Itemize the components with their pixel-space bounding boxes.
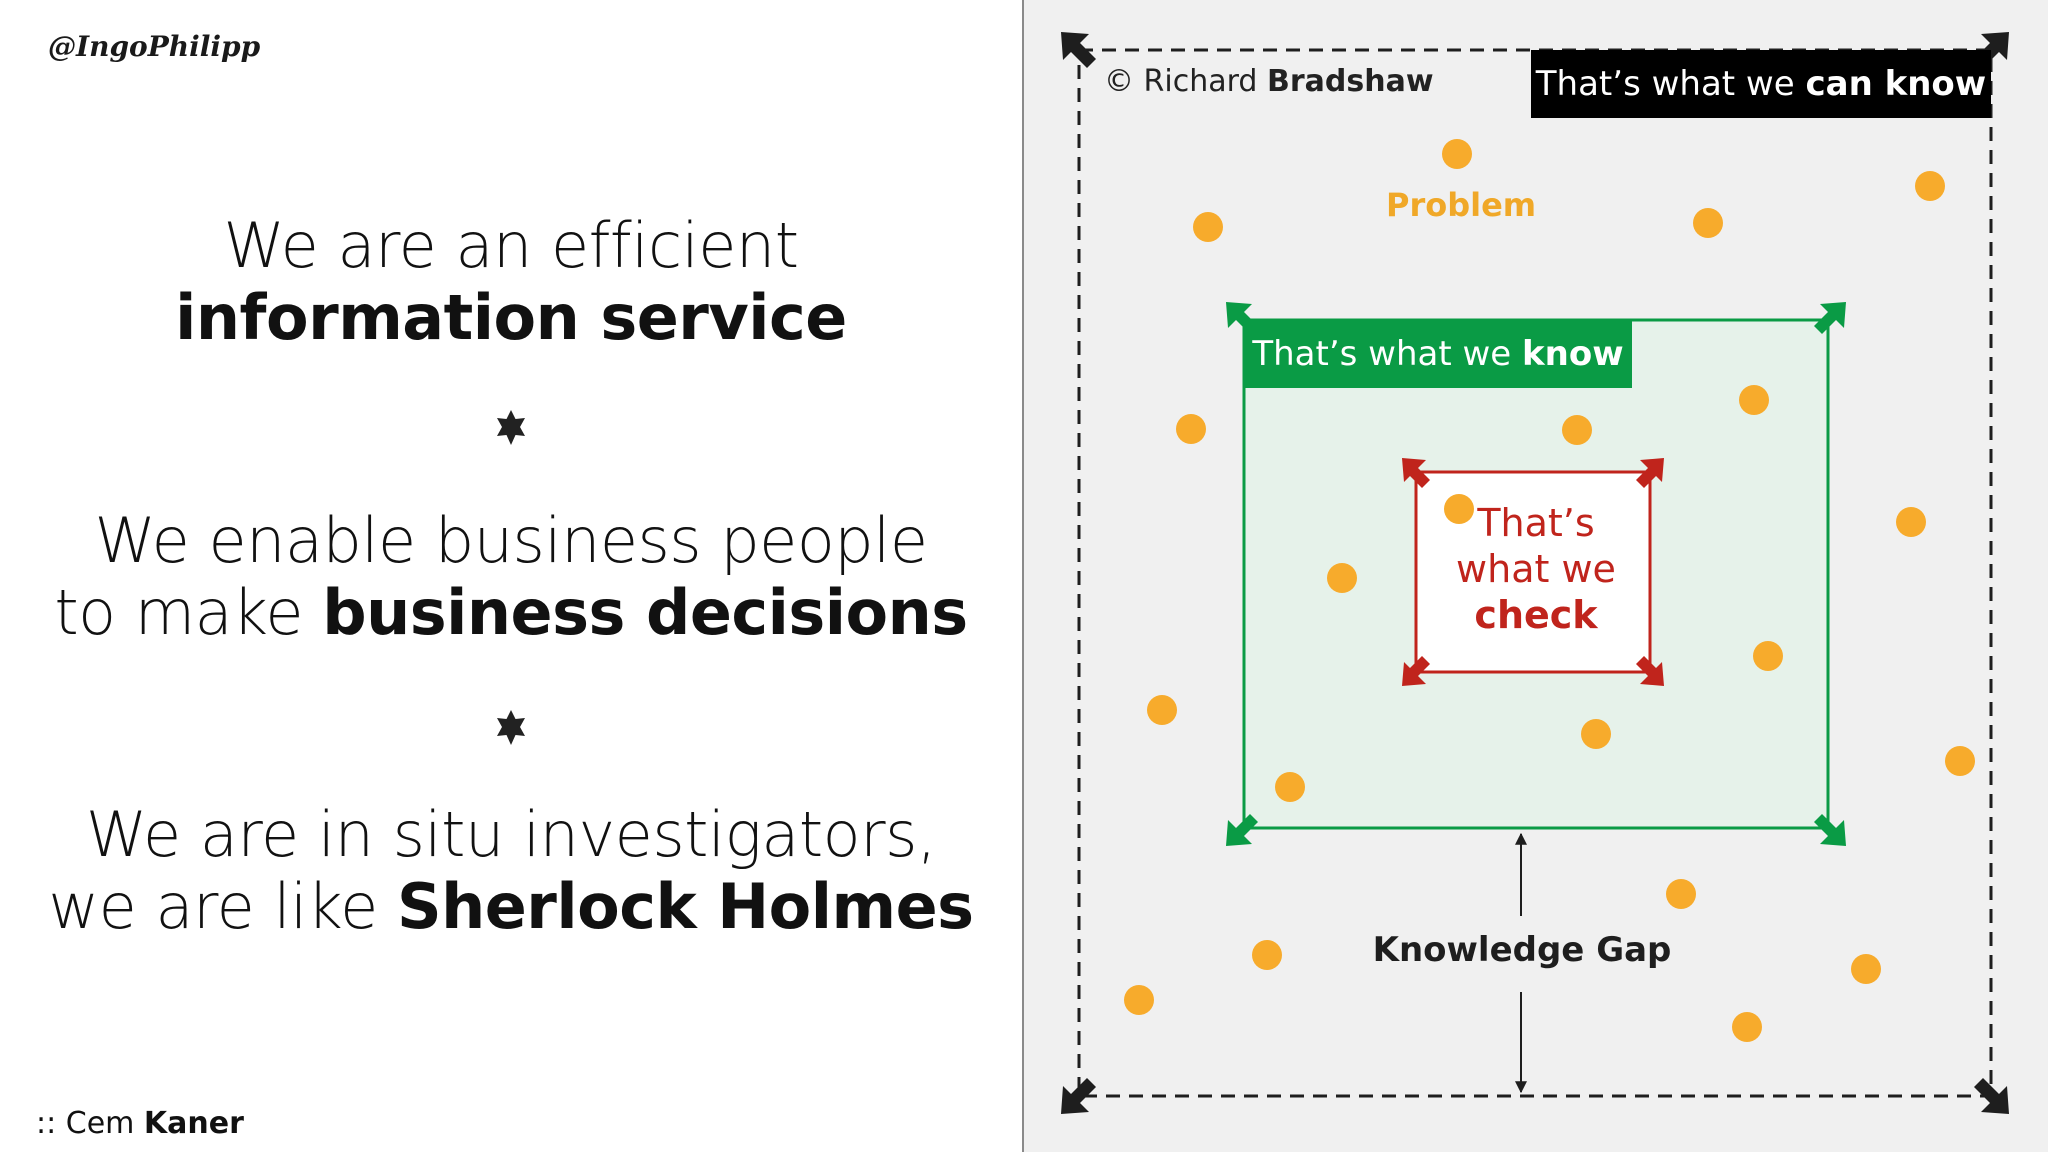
problem-dot bbox=[1945, 746, 1975, 776]
can-know-label: That’s what we can know bbox=[1531, 50, 1991, 118]
corner-arrow-icon bbox=[1402, 458, 1430, 488]
problem-dot bbox=[1442, 139, 1472, 169]
statement-1-line1: We are an efficient bbox=[223, 209, 799, 282]
statement-3-line2: we are like Sherlock Holmes bbox=[0, 871, 1022, 943]
problem-dot bbox=[1915, 171, 1945, 201]
quote-credit: :: Cem Kaner bbox=[36, 1106, 244, 1141]
can-know-plain: That’s what we bbox=[1535, 64, 1806, 104]
statement-2-plain: to make bbox=[54, 576, 323, 649]
problem-dot bbox=[1693, 208, 1723, 238]
check-line2: what we bbox=[1456, 547, 1616, 591]
problem-dot bbox=[1176, 414, 1206, 444]
problem-dot bbox=[1666, 879, 1696, 909]
check-line1: That’s bbox=[1477, 501, 1595, 545]
know-bold: know bbox=[1522, 334, 1624, 374]
problem-dot bbox=[1147, 695, 1177, 725]
can-know-bold: can know bbox=[1805, 64, 1987, 104]
know-plain: That’s what we bbox=[1252, 334, 1523, 374]
star-separator-icon bbox=[497, 410, 525, 445]
check-label: That’s what we check bbox=[1424, 500, 1648, 638]
star-separator-icon bbox=[497, 710, 525, 745]
problem-dot bbox=[1124, 985, 1154, 1015]
corner-arrow-icon bbox=[1814, 302, 1846, 334]
statement-2-line2: to make business decisions bbox=[0, 577, 1022, 649]
check-line3: check bbox=[1474, 593, 1598, 637]
problem-dot bbox=[1753, 641, 1783, 671]
corner-arrow-icon bbox=[1974, 1078, 2009, 1114]
problem-dot bbox=[1732, 1012, 1762, 1042]
statement-1: We are an efficient information service bbox=[0, 210, 1022, 354]
problem-label: Problem bbox=[1386, 186, 1537, 224]
can-know-boundary bbox=[1077, 48, 1993, 1098]
corner-arrow-icon bbox=[1636, 656, 1664, 686]
panel-divider bbox=[1022, 0, 1024, 1152]
corner-arrow-icon bbox=[1226, 814, 1258, 846]
statement-2-bold: business decisions bbox=[322, 576, 968, 649]
problem-dot bbox=[1562, 415, 1592, 445]
statement-2-line1: We enable business people bbox=[94, 504, 928, 577]
problem-dot bbox=[1896, 507, 1926, 537]
problem-dot bbox=[1581, 719, 1611, 749]
statement-3: We are in situ investigators, we are lik… bbox=[0, 799, 1022, 943]
statement-1-line2: information service bbox=[0, 282, 1022, 354]
diagram-copyright: © Richard Bradshaw bbox=[1104, 64, 1434, 99]
statement-1-bold: information service bbox=[175, 281, 847, 354]
author-handle: @IngoPhilipp bbox=[48, 30, 261, 63]
statement-3-bold: Sherlock Holmes bbox=[396, 870, 974, 943]
problem-dot bbox=[1193, 212, 1223, 242]
problem-dot bbox=[1739, 385, 1769, 415]
problem-dot bbox=[1851, 954, 1881, 984]
copyright-prefix: © Richard bbox=[1104, 64, 1267, 99]
problem-dot bbox=[1252, 940, 1282, 970]
corner-arrow-icon bbox=[1636, 458, 1664, 488]
corner-arrow-icon bbox=[1061, 32, 1096, 68]
can-know-corner-arrows bbox=[1061, 32, 2009, 1114]
problem-dot bbox=[1444, 494, 1474, 524]
statement-3-plain: we are like bbox=[48, 870, 397, 943]
statement-3-line1: We are in situ investigators, bbox=[85, 798, 937, 871]
corner-arrow-icon bbox=[1061, 1078, 1096, 1114]
credit-prefix: :: Cem bbox=[36, 1106, 144, 1141]
problem-dot bbox=[1275, 772, 1305, 802]
corner-arrow-icon bbox=[1402, 656, 1430, 686]
corner-arrow-icon bbox=[1814, 814, 1846, 846]
left-panel: @IngoPhilipp We are an efficient informa… bbox=[0, 0, 1022, 1152]
problem-dot bbox=[1327, 563, 1357, 593]
knowledge-gap-label: Knowledge Gap bbox=[1372, 930, 1672, 970]
copyright-name: Bradshaw bbox=[1267, 64, 1434, 99]
check-corner-arrows bbox=[1402, 458, 1664, 686]
statement-2: We enable business people to make busine… bbox=[0, 505, 1022, 649]
problem-dots bbox=[1124, 139, 1975, 1042]
credit-name: Kaner bbox=[143, 1106, 244, 1141]
know-label: That’s what we know bbox=[1244, 320, 1632, 388]
